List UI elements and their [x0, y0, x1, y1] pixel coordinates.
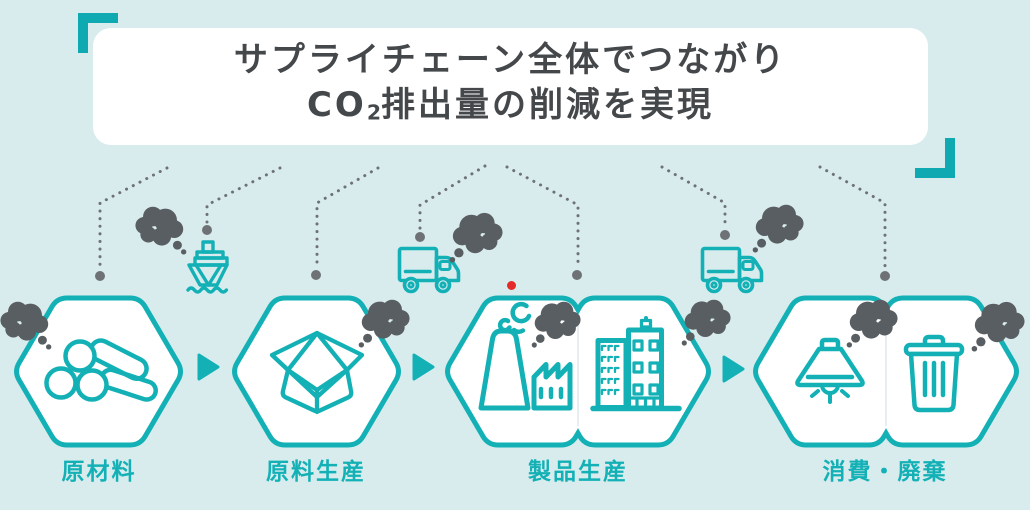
building-icon: [590, 316, 682, 412]
smoke-cloud-icon: [846, 299, 898, 348]
truck-icon: [700, 246, 764, 294]
smoke-cloud-icon: [135, 206, 187, 255]
co2-subscript: 2: [366, 100, 382, 125]
corner-bracket-top-left: [78, 13, 118, 53]
smoke-cloud-icon: [971, 301, 1025, 352]
smoke-cloud-icon: [681, 299, 731, 346]
smoke-cloud-icon: [449, 212, 503, 263]
corner-bracket-bottom-right: [915, 138, 955, 178]
trash-icon: [903, 334, 965, 413]
factory-icon: [478, 301, 573, 411]
flow-arrow-icon: [412, 353, 435, 381]
lamp-icon: [795, 337, 865, 404]
ship-icon: [186, 240, 229, 294]
red-dot-marker: [507, 281, 516, 290]
flow-arrow-icon: [197, 353, 220, 381]
smoke-cloud-icon: [752, 204, 804, 253]
stage-label-material-production: 原料生産: [266, 459, 366, 485]
title-panel: サプライチェーン全体でつながり CO2排出量の削減を実現: [93, 28, 928, 145]
logs-icon: [44, 338, 158, 402]
smoke-cloud-icon: [531, 301, 581, 348]
flow-arrow-icon: [722, 355, 745, 383]
stage-label-product-production: 製品生産: [528, 459, 628, 485]
title-line-2: CO2排出量の削減を実現: [306, 84, 715, 125]
open-box-icon: [269, 330, 365, 415]
stage-label-consumption-disposal: 消費・廃棄: [822, 459, 948, 485]
smoke-cloud-icon: [0, 301, 52, 350]
stage-label-raw-materials: 原材料: [61, 459, 137, 485]
title-line-1: サプライチェーン全体でつながり: [233, 39, 788, 80]
smoke-cloud-icon: [358, 299, 410, 348]
